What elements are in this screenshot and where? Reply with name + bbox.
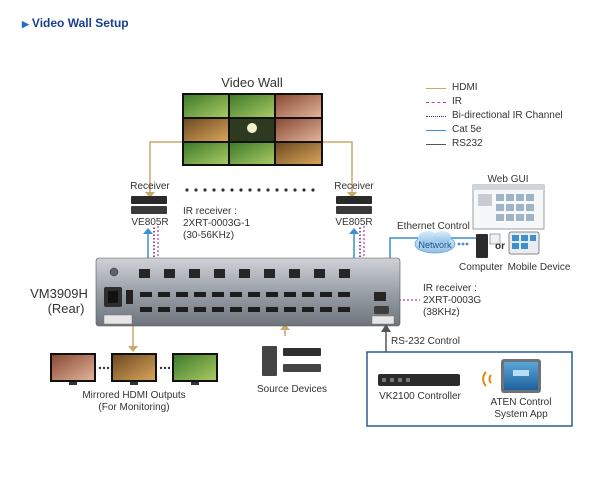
receiver-left-device xyxy=(131,196,167,214)
computer-icon xyxy=(476,233,501,258)
video-wall-title: Video Wall xyxy=(221,75,283,90)
legend-swatch xyxy=(426,144,446,145)
legend: HDMI IR Bi-directional IR Channel Cat 5e… xyxy=(426,82,563,152)
legend-label: Bi-directional IR Channel xyxy=(452,110,563,121)
triangle-bullet-icon: ▶ xyxy=(22,19,29,29)
mirrored-outputs-line2: (For Monitoring) xyxy=(98,402,170,413)
ir-receiver-right-line3: (38KHz) xyxy=(423,307,460,318)
ir-receiver-right-line2: 2XRT-0003G xyxy=(423,295,482,306)
legend-swatch xyxy=(426,130,446,131)
app-label-line1: ATEN Control xyxy=(490,397,552,408)
legend-label: Cat 5e xyxy=(452,124,482,135)
mirrored-outputs-line1: Mirrored HDMI Outputs xyxy=(82,390,186,401)
tablet-icon xyxy=(501,359,541,393)
legend-swatch xyxy=(426,102,446,103)
or-label: or xyxy=(495,241,505,252)
legend-item-cat5e: Cat 5e xyxy=(426,124,563,138)
device-name-line2: (Rear) xyxy=(47,301,85,316)
source-devices-label: Source Devices xyxy=(256,384,328,395)
heading-text: Video Wall Setup xyxy=(31,16,129,30)
ethernet-control-label: Ethernet Control xyxy=(397,221,470,232)
ir-receiver-right-line1: IR receiver : xyxy=(423,283,477,294)
legend-item-hdmi: HDMI xyxy=(426,82,563,96)
receiver-right-model: VE805R xyxy=(335,217,373,228)
web-gui-window xyxy=(472,184,545,230)
legend-item-bidirectional-ir: Bi-directional IR Channel xyxy=(426,110,563,124)
ir-receiver-left-line3: (30-56KHz) xyxy=(183,230,235,241)
legend-label: IR xyxy=(452,96,462,107)
video-wall xyxy=(182,93,323,166)
vk2100-controller-device xyxy=(378,374,460,386)
legend-swatch xyxy=(426,88,446,89)
legend-label: RS232 xyxy=(452,138,483,149)
monitoring-displays xyxy=(50,353,218,385)
receiver-left-model: VE805R xyxy=(131,217,169,228)
receiver-right-device xyxy=(336,196,372,214)
legend-swatch xyxy=(426,116,446,117)
network-cloud-icon xyxy=(414,231,456,254)
receiver-left-title: Receiver xyxy=(130,181,170,192)
ir-receiver-left-line2: 2XRT-0003G-1 xyxy=(183,218,251,229)
controller-label: VK2100 Controller xyxy=(379,391,461,402)
mobile-device-icon xyxy=(508,231,540,255)
vm3909h-rear-panel xyxy=(95,257,401,327)
web-gui-label: Web GUI xyxy=(487,174,529,185)
legend-item-ir: IR xyxy=(426,96,563,110)
receiver-chain-dots xyxy=(185,188,315,192)
receiver-right-title: Receiver xyxy=(334,181,374,192)
legend-label: HDMI xyxy=(452,82,478,93)
mobile-device-label: Mobile Device xyxy=(507,262,571,273)
wireless-signal-icon xyxy=(482,371,492,387)
monitor-ellipsis xyxy=(98,366,171,370)
network-label: Network xyxy=(418,240,452,250)
ir-receiver-left-line1: IR receiver : xyxy=(183,206,237,217)
legend-item-rs232: RS232 xyxy=(426,138,563,152)
computer-label: Computer xyxy=(459,262,503,273)
app-label-line2: System App xyxy=(494,409,548,420)
rs232-control-label: RS-232 Control xyxy=(391,336,460,347)
network-dots xyxy=(457,242,469,246)
source-devices-icon xyxy=(262,346,321,376)
section-heading: ▶Video Wall Setup xyxy=(22,16,129,30)
device-name-line1: VM3909H xyxy=(30,286,88,301)
